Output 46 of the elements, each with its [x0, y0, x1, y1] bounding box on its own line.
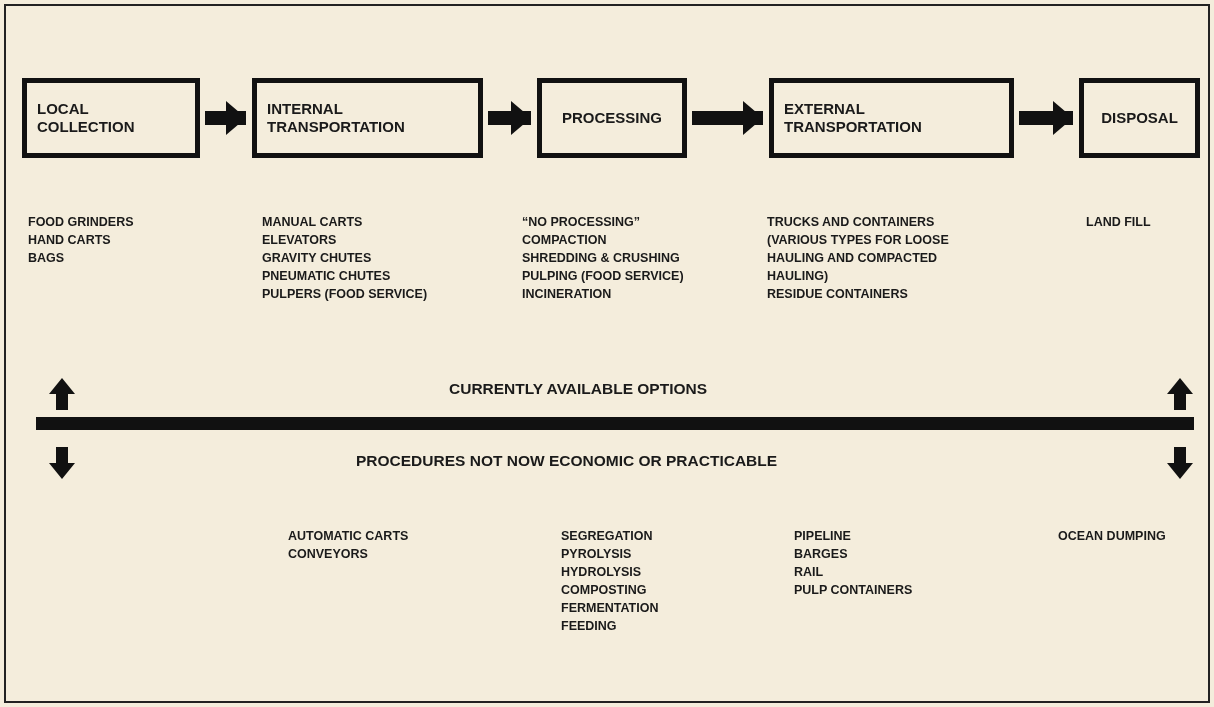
block-arrow [205, 101, 246, 135]
option-item: RESIDUE CONTAINERS [767, 286, 909, 303]
option-item: PULPING (FOOD SERVICE) [522, 268, 685, 285]
stage-box [537, 78, 687, 158]
option-item: “NO PROCESSING” [522, 214, 642, 231]
option-item: (VARIOUS TYPES FOR LOOSE HAULING AND COMPACTED HAULING) [767, 232, 950, 285]
option-item: FERMENTATION [561, 600, 660, 617]
option-item: PULP CONTAINERS [794, 582, 914, 599]
stage-title: PROCESSING [561, 109, 663, 127]
option-item: CONVEYORS [288, 546, 369, 563]
option-item: PYROLYSIS [561, 546, 633, 563]
option-item: OCEAN DUMPING [1058, 528, 1167, 545]
stage-title: INTERNAL TRANSPORTATION [266, 100, 406, 136]
option-item: COMPOSTING [561, 582, 648, 599]
option-item: TRUCKS AND CONTAINERS [767, 214, 936, 231]
stage-box [769, 78, 1014, 158]
stage-title: DISPOSAL [1100, 109, 1179, 127]
option-item: SEGREGATION [561, 528, 654, 545]
option-item: AUTOMATIC CARTS [288, 528, 410, 545]
option-item: HAND CARTS [28, 232, 112, 249]
stage-title: LOCAL COLLECTION [36, 100, 136, 136]
section-heading: PROCEDURES NOT NOW ECONOMIC OR PRACTICABLE [356, 452, 778, 470]
option-item: SHREDDING & CRUSHING [522, 250, 681, 267]
option-item: FOOD GRINDERS [28, 214, 135, 231]
option-item: FEEDING [561, 618, 618, 635]
stage-box [1079, 78, 1200, 158]
option-item: INCINERATION [522, 286, 613, 303]
option-item: LAND FILL [1086, 214, 1152, 231]
stage-box [252, 78, 483, 158]
block-arrow [692, 101, 763, 135]
option-item: PIPELINE [794, 528, 852, 545]
option-item: COMPACTION [522, 232, 608, 249]
option-item: HYDROLYSIS [561, 564, 643, 581]
option-item: RAIL [794, 564, 825, 581]
block-arrow [1019, 101, 1073, 135]
stage-title: EXTERNAL TRANSPORTATION [783, 100, 923, 136]
block-arrow [488, 101, 531, 135]
option-item: BARGES [794, 546, 849, 563]
option-item: ELEVATORS [262, 232, 338, 249]
section-heading: CURRENTLY AVAILABLE OPTIONS [449, 380, 708, 398]
option-item: PULPERS (FOOD SERVICE) [262, 286, 429, 303]
option-item: MANUAL CARTS [262, 214, 364, 231]
option-item: BAGS [28, 250, 66, 267]
option-item: GRAVITY CHUTES [262, 250, 373, 267]
option-item: PNEUMATIC CHUTES [262, 268, 392, 285]
stage-box [22, 78, 200, 158]
